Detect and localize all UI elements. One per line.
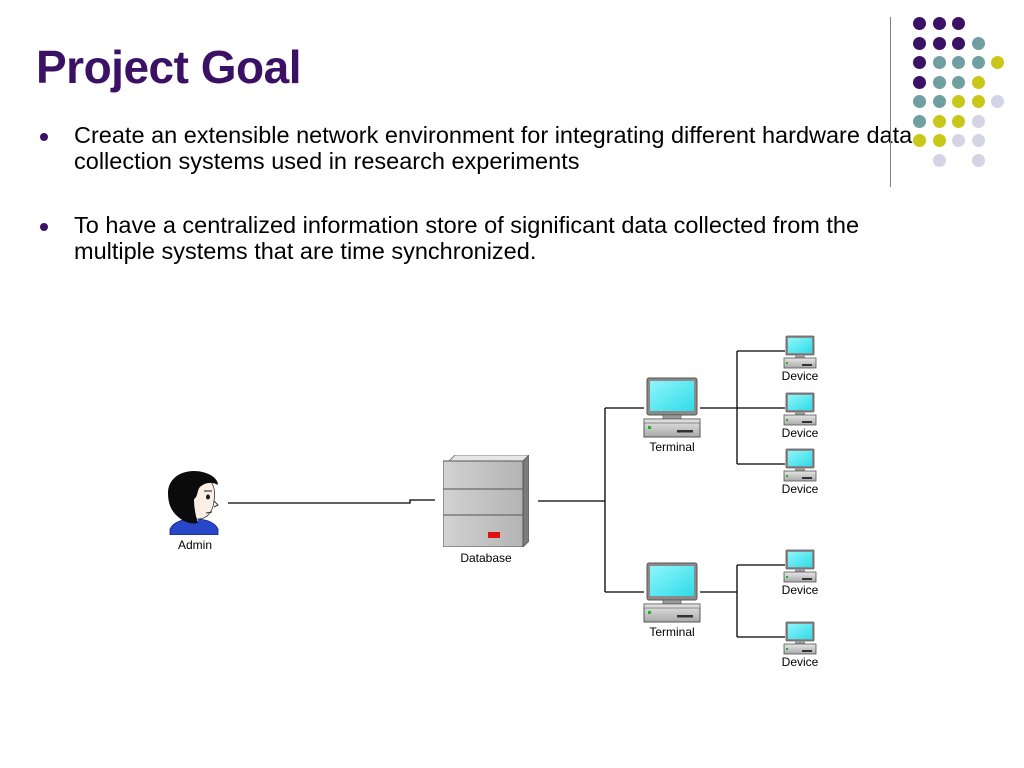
- decorative-dot: [932, 36, 946, 50]
- decorative-dot: [913, 95, 926, 108]
- decorative-dot: [952, 75, 965, 89]
- bullet-dot-icon: [40, 223, 48, 231]
- diagram-nodes: TerminalDeviceDeviceDeviceTerminalDevice…: [167, 335, 819, 669]
- bullet-item: Create an extensible network environment…: [36, 122, 946, 174]
- device-label: Device: [782, 369, 819, 383]
- device-label: Device: [782, 482, 819, 496]
- decorative-dot: [991, 56, 1004, 69]
- decorative-dot: [913, 36, 926, 50]
- admin-label: Admin: [178, 538, 212, 552]
- bullet-list: Create an extensible network environment…: [36, 122, 946, 264]
- device-label: Device: [782, 583, 819, 597]
- device-computer-icon: [783, 621, 817, 655]
- decorative-dot: [952, 95, 965, 108]
- decorative-dot: [913, 56, 926, 69]
- decorative-dot: [971, 153, 985, 167]
- decorative-dot: [932, 114, 946, 128]
- decorative-dot: [971, 95, 985, 108]
- decorative-dot: [971, 75, 985, 89]
- decorative-dot: [932, 153, 946, 167]
- device-label: Device: [782, 655, 819, 669]
- decorative-dot: [913, 17, 926, 30]
- decorative-dot: [971, 56, 985, 69]
- decorative-dot: [952, 17, 965, 30]
- decorative-dot: [932, 17, 946, 30]
- decorative-dot: [932, 95, 946, 108]
- device-label: Device: [782, 426, 819, 440]
- terminal-computer-icon: [643, 377, 701, 438]
- terminal-label: Terminal: [649, 625, 694, 639]
- bullet-text: To have a centralized information store …: [74, 212, 860, 264]
- decorative-dot: [932, 75, 946, 89]
- decorative-dot: [952, 56, 965, 69]
- database-label: Database: [460, 551, 512, 565]
- decorative-dot: [952, 36, 965, 50]
- bullet-item: To have a centralized information store …: [36, 212, 946, 264]
- decorative-dot: [971, 134, 985, 147]
- connector-admin-database: [228, 499, 435, 504]
- database-server-icon: [443, 455, 529, 547]
- decorative-dot: [913, 75, 926, 89]
- decorative-dot: [971, 114, 985, 128]
- terminal-label: Terminal: [649, 440, 694, 454]
- decorative-dot: [932, 134, 946, 147]
- decorative-dot: [952, 114, 965, 128]
- decorative-dot: [991, 95, 1004, 108]
- device-computer-icon: [783, 549, 817, 583]
- decorative-dot: [913, 114, 926, 128]
- admin-person-icon: [167, 471, 219, 535]
- bullet-dot-icon: [40, 133, 48, 141]
- bullet-text: Create an extensible network environment…: [74, 122, 913, 174]
- device-computer-icon: [783, 392, 817, 426]
- decorative-dot: [952, 134, 965, 147]
- slide-title: Project Goal: [36, 41, 301, 93]
- decorative-dot: [913, 134, 926, 147]
- decorative-dot: [971, 36, 985, 50]
- decorative-divider: [890, 17, 891, 187]
- decorative-dot: [932, 56, 946, 69]
- device-computer-icon: [783, 448, 817, 482]
- terminal-computer-icon: [643, 562, 701, 623]
- device-computer-icon: [783, 335, 817, 369]
- connector-lines: [228, 350, 785, 638]
